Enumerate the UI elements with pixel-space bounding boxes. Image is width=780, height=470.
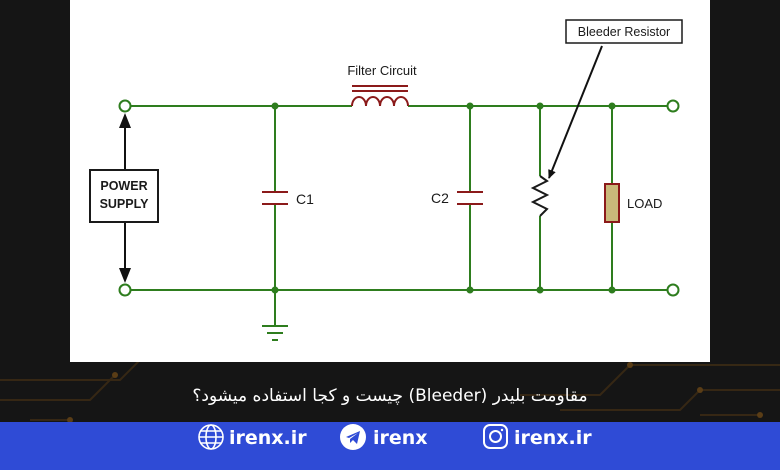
ground-symbol — [262, 325, 288, 341]
bleeder-resistor — [530, 175, 550, 217]
bleeder-resistor-label: Bleeder Resistor — [578, 25, 670, 39]
junction-dots — [271, 102, 616, 294]
footer-item-instagram[interactable]: irenx.ir — [483, 424, 592, 449]
footer-item-telegram[interactable]: irenx — [340, 424, 428, 450]
capacitor-c1 — [262, 191, 288, 205]
footer-bar — [0, 422, 780, 470]
footer-instagram-text: irenx.ir — [514, 427, 592, 449]
power-supply-label-line1: POWER — [100, 179, 147, 193]
bleeder-callout-arrow — [548, 45, 603, 179]
filter-circuit-label: Filter Circuit — [347, 63, 417, 78]
output-terminal-bottom — [666, 283, 680, 297]
c1-label: C1 — [296, 191, 314, 207]
power-supply-box — [89, 169, 159, 223]
bleeder-callout-box — [565, 19, 683, 44]
capacitor-c2 — [457, 191, 483, 205]
input-terminal-top — [118, 99, 132, 113]
globe-icon — [198, 424, 224, 450]
footer-item-website[interactable]: irenx.ir — [198, 424, 307, 450]
power-supply-arrows — [119, 113, 131, 283]
power-supply-label-line2: SUPPLY — [100, 197, 150, 211]
load-resistor — [604, 183, 620, 223]
footer-telegram-text: irenx — [373, 427, 428, 449]
load-label: LOAD — [627, 196, 662, 211]
article-title: مقاومت بلیدر (Bleeder) چیست و کجا استفاد… — [192, 386, 587, 406]
instagram-icon — [483, 424, 508, 449]
output-terminal-top — [666, 99, 680, 113]
circuit-wires — [131, 105, 667, 326]
terminals — [118, 99, 680, 297]
telegram-icon — [340, 424, 366, 450]
input-terminal-bottom — [118, 283, 132, 297]
footer-website-text: irenx.ir — [229, 427, 307, 449]
filter-inductor — [351, 85, 409, 107]
schematic-panel — [70, 0, 710, 362]
c2-label: C2 — [431, 190, 449, 206]
